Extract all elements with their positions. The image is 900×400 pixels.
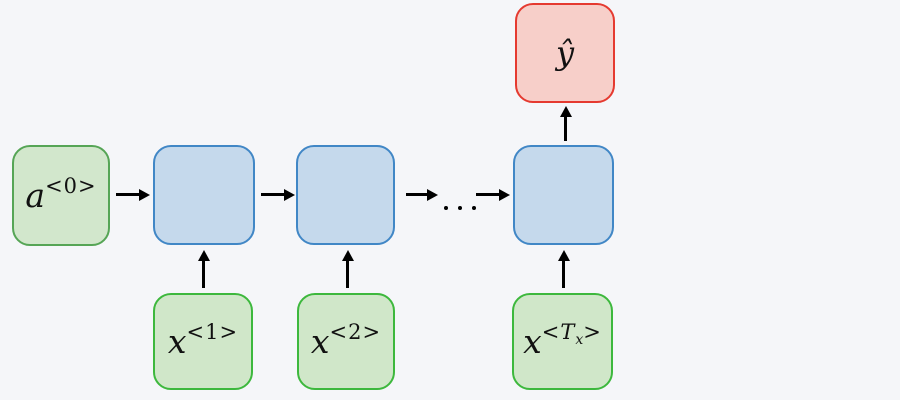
xT-sup-T: T — [560, 320, 576, 344]
arrow-xT-to-cell-last — [557, 250, 570, 288]
arrow-x2-to-cell2 — [341, 250, 354, 288]
ellipsis-dot-2 — [458, 206, 462, 210]
arrow-ellipsis-to-cell-last — [476, 188, 510, 201]
a0-label: a<0> — [25, 174, 97, 215]
input-node-xT: x<Tx> — [512, 293, 613, 390]
initial-activation-node-a0: a<0> — [12, 145, 110, 246]
ellipsis-dots — [444, 198, 476, 212]
input-node-x2: x<2> — [297, 293, 395, 390]
output-node-yhat: ŷ — [515, 3, 615, 103]
input-node-x1: x<1> — [153, 293, 253, 390]
arrow-cell1-to-cell2 — [261, 188, 295, 201]
x1-base: x — [167, 322, 187, 361]
x2-superscript: <2> — [329, 320, 382, 344]
x1-label: x<1> — [167, 320, 239, 361]
rnn-cell-last — [513, 145, 614, 245]
arrow-cell-last-to-yhat — [559, 106, 572, 141]
ellipsis-dot-3 — [472, 206, 476, 210]
x2-base: x — [310, 322, 330, 361]
rnn-cell-2 — [296, 145, 395, 245]
rnn-cell-1 — [153, 145, 255, 245]
xT-label: x<Tx> — [523, 320, 602, 361]
xT-sup-close-bracket: > — [583, 320, 602, 344]
arrow-x1-to-cell1 — [197, 250, 210, 288]
arrow-a0-to-cell1 — [116, 188, 150, 201]
xT-sub-x: x — [575, 332, 584, 348]
xT-superscript: <Tx> — [541, 320, 602, 348]
arrow-cell2-to-ellipsis — [406, 188, 438, 201]
ellipsis-dot-1 — [444, 206, 448, 210]
a0-base: a — [25, 176, 46, 215]
xT-base: x — [523, 322, 542, 361]
x1-superscript: <1> — [186, 320, 239, 344]
a0-superscript: <0> — [45, 174, 97, 198]
xT-sup-open-bracket: < — [541, 320, 561, 344]
output-label: ŷ — [555, 34, 575, 72]
x2-label: x<2> — [310, 320, 382, 361]
